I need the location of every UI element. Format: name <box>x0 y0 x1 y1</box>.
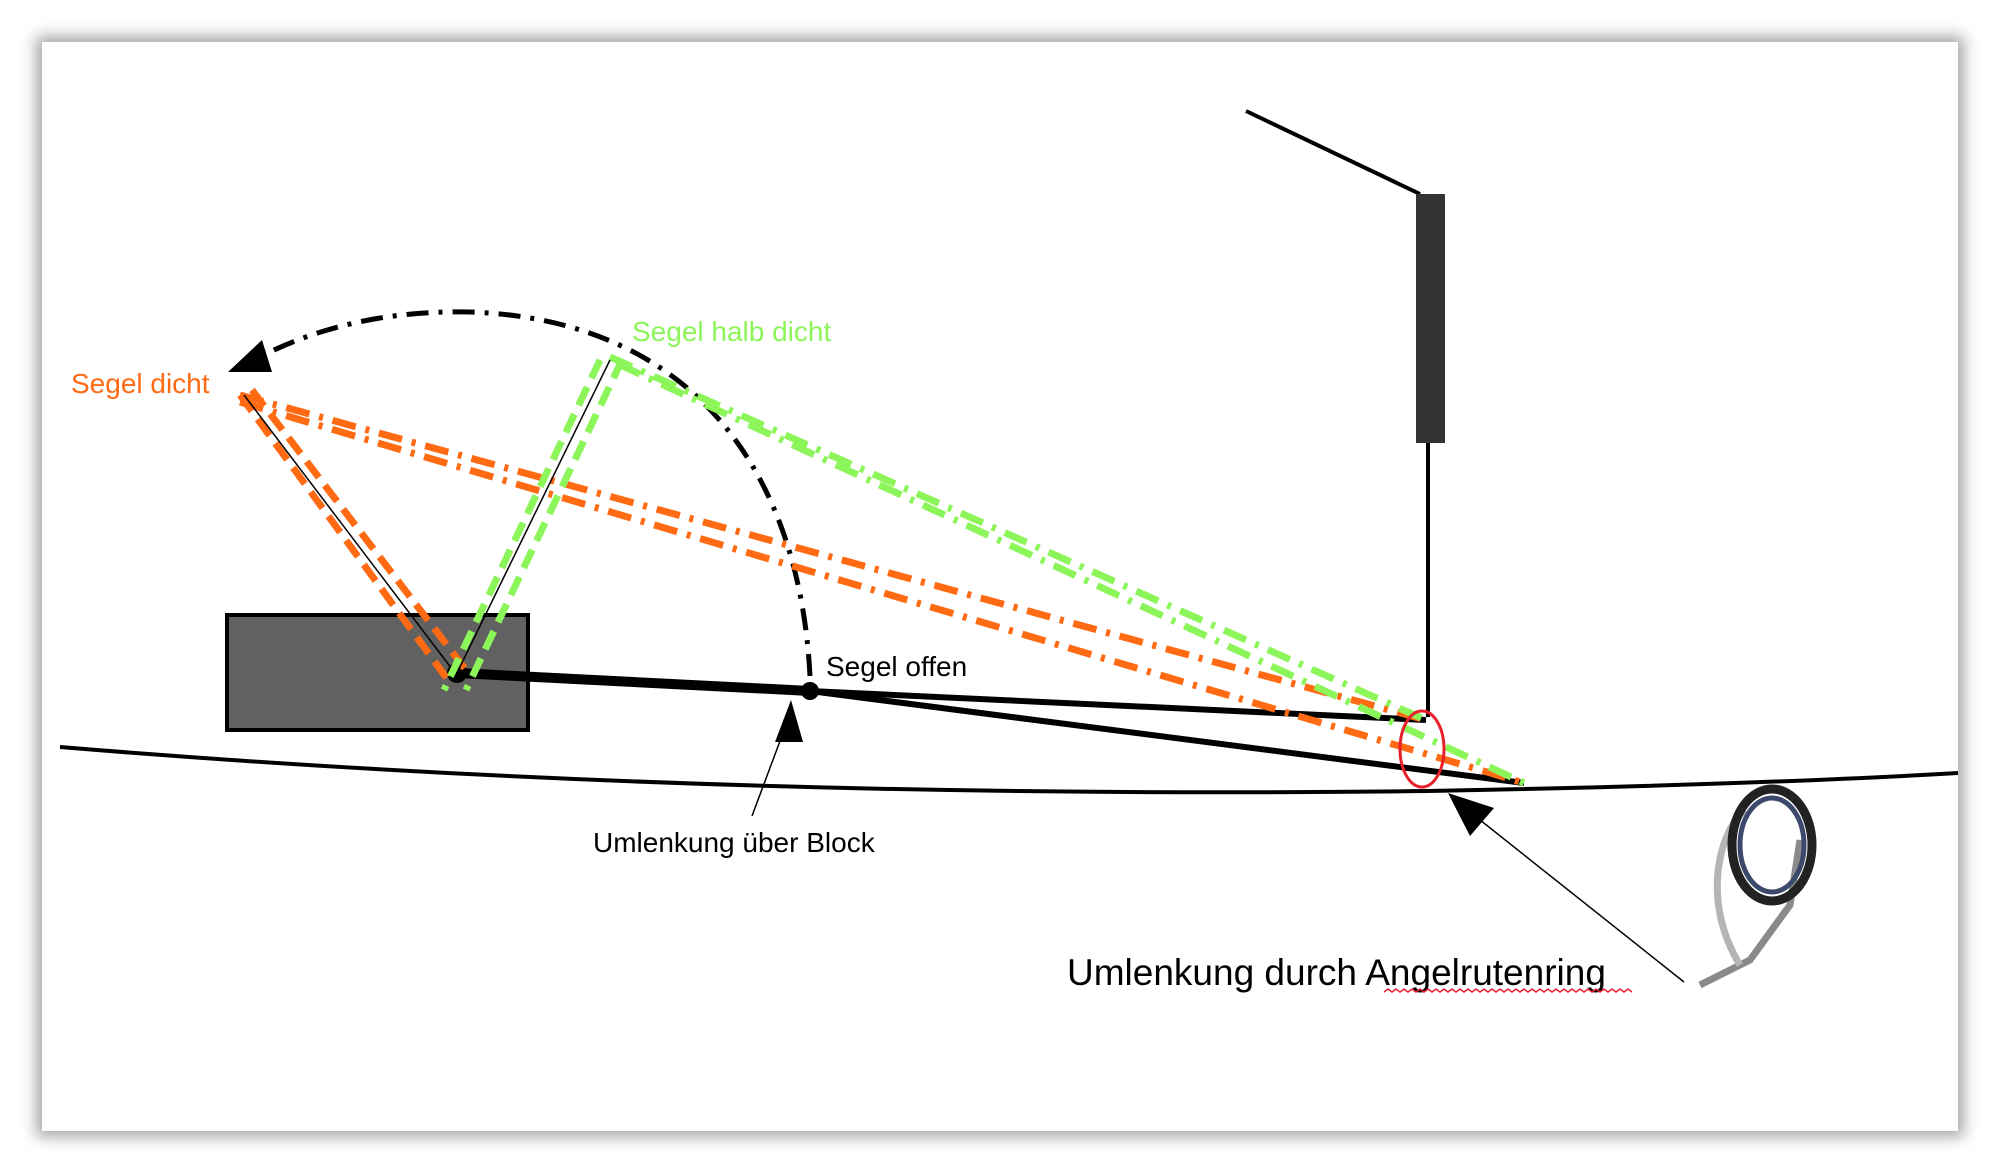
ring-arrowhead <box>1448 793 1494 836</box>
rod-closed <box>243 394 456 674</box>
label-sail-open: Segel offen <box>826 651 967 682</box>
label-ring-word: Angelrutenring <box>1365 952 1606 993</box>
sheet-open-rod <box>456 668 811 696</box>
ring-callout-arrow <box>1469 811 1685 983</box>
sheet-open-upper <box>809 688 1427 723</box>
sail-closed-lines <box>237 387 1525 787</box>
open-point <box>801 682 819 700</box>
block-arrowhead <box>775 700 803 742</box>
label-ring-prefix: Umlenkung durch <box>1067 952 1365 993</box>
label-sail-closed: Segel dicht <box>71 368 210 399</box>
label-block-redirect: Umlenkung über Block <box>593 827 876 858</box>
diagram-page <box>42 42 1958 1131</box>
swing-arc <box>248 309 813 677</box>
rod-half <box>456 359 611 674</box>
arc-arrowhead <box>228 340 272 372</box>
label-ring-redirect: Umlenkung durch Angelrutenring <box>1067 952 1606 993</box>
sail-half-lines <box>440 353 1526 787</box>
ring-highlight <box>1398 709 1446 789</box>
sheet-open-lower <box>809 688 1525 786</box>
fishing-rod-ring-icon <box>1698 784 1817 989</box>
spellcheck-underline <box>1383 988 1633 993</box>
hull-line <box>59 745 1959 795</box>
label-sail-half: Segel halb dicht <box>632 316 831 347</box>
mast <box>1416 194 1445 443</box>
mast-spar <box>1245 109 1421 196</box>
